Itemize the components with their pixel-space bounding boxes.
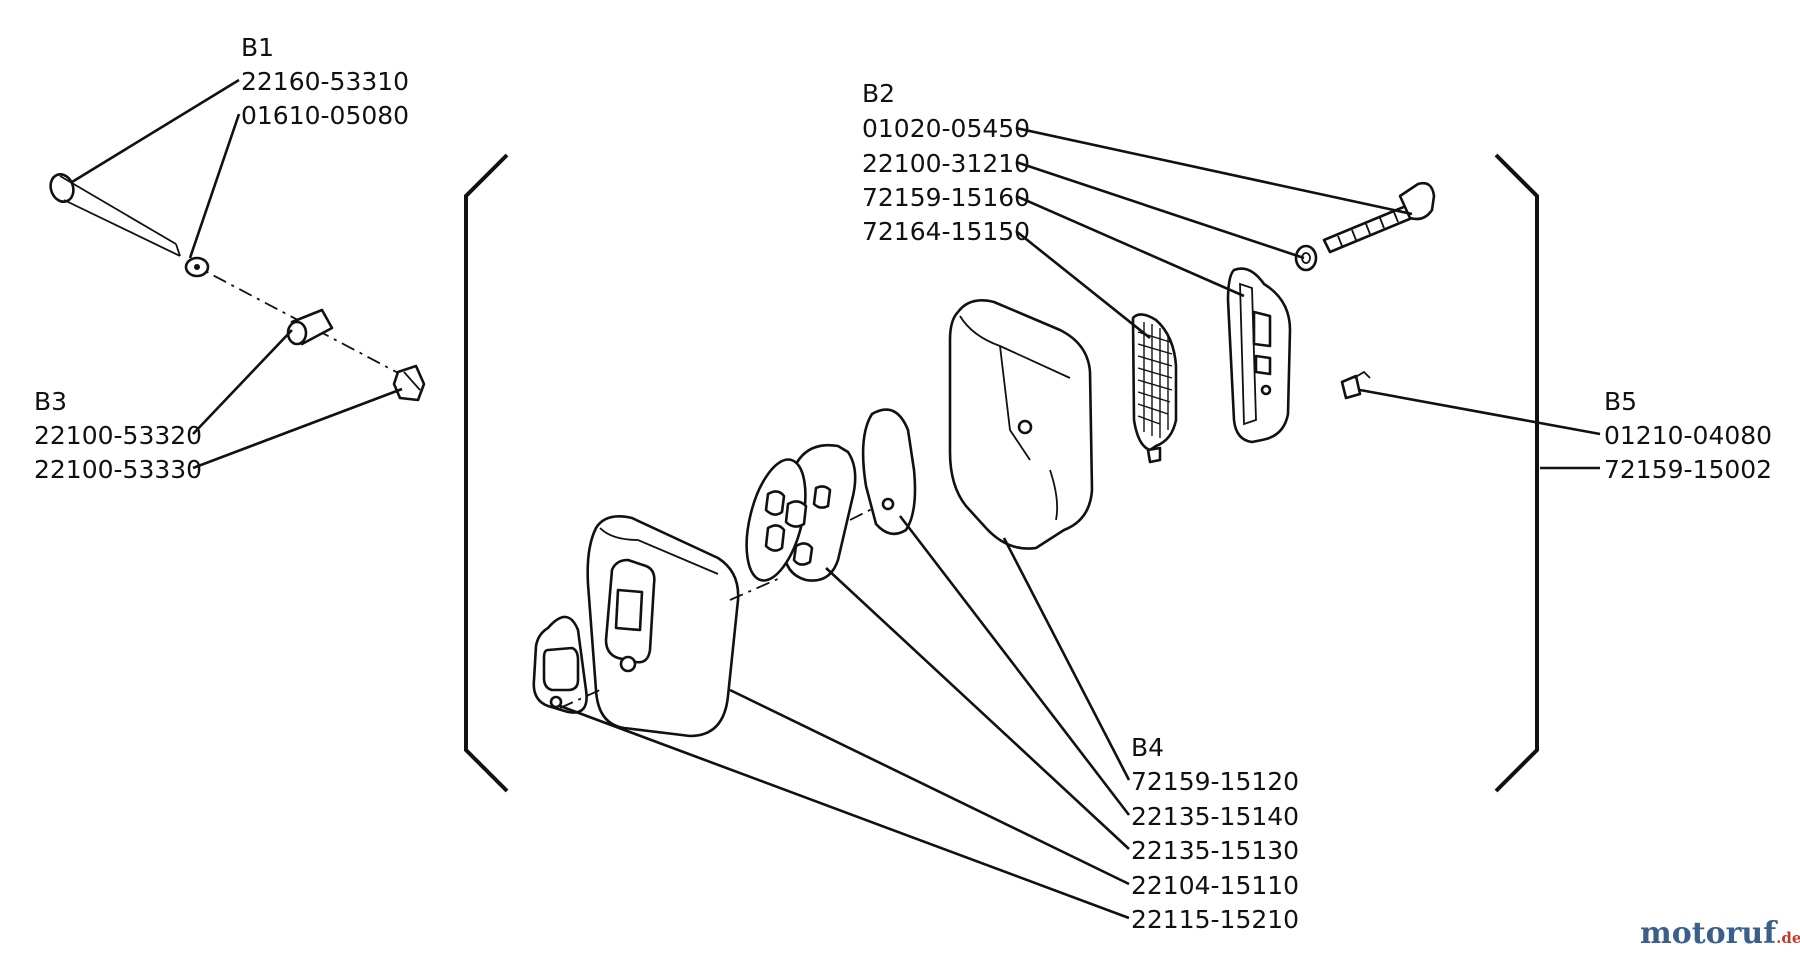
- leader-line-b1-1: [71, 78, 240, 184]
- part-label-b4-3: 22135-15130: [1131, 836, 1299, 865]
- baffle-part: [745, 443, 857, 582]
- leader-line-b4-2: [898, 515, 1131, 816]
- end-plate-part: [861, 408, 917, 536]
- svg-text:motoruf.de: motoruf.de: [1640, 916, 1800, 951]
- part-label-b1-2: 01610-05080: [241, 101, 409, 130]
- assembly-bracket-right: [1494, 153, 1539, 793]
- leader-line-b2-2: [1015, 160, 1305, 260]
- part-label-b2-1: 01020-05450: [862, 114, 1030, 143]
- leader-line-b3-1: [192, 329, 293, 435]
- part-label-b3-2: 22100-53330: [34, 455, 202, 484]
- part-label-b5-2: 72159-15002: [1604, 455, 1772, 484]
- bolt-b2-part: [1322, 181, 1436, 254]
- leader-line-b4-1: [1002, 537, 1131, 781]
- screen-part: [1131, 313, 1178, 464]
- leader-line-b2-4: [1015, 229, 1151, 340]
- part-label-b5-1: 01210-04080: [1604, 421, 1772, 450]
- group-b2-labels: B2 01020-05450 22100-31210 72159-15160 7…: [862, 79, 1030, 246]
- watermark-logo: motoruf.de: [1640, 916, 1800, 951]
- leader-line-b3-2: [192, 387, 403, 470]
- assembly-bracket-left: [464, 153, 509, 793]
- group-b5-title: B5: [1604, 387, 1637, 416]
- group-b4-labels: B4 72159-15120 22135-15140 22135-15130 2…: [1131, 733, 1299, 934]
- muffler-body-part: [586, 515, 740, 738]
- washer-b2-part: [1294, 244, 1318, 272]
- part-label-b4-1: 72159-15120: [1131, 767, 1299, 796]
- screw-b5-part: [1340, 370, 1371, 400]
- leader-line-b2-1: [1015, 126, 1413, 216]
- part-label-b3-1: 22100-53320: [34, 421, 202, 450]
- spark-arrester-plate-part: [1226, 267, 1292, 444]
- leader-line-b2-3: [1015, 194, 1245, 298]
- part-label-b4-5: 22115-15210: [1131, 905, 1299, 934]
- leader-line-b4-4: [729, 688, 1130, 886]
- b1-screw-part: [49, 173, 181, 257]
- b3-link-axis-line: [187, 261, 403, 376]
- group-b3-labels: B3 22100-53320 22100-53330: [34, 387, 202, 484]
- muffler-assembly-axis-line: [559, 504, 881, 709]
- leader-line-b1-2: [188, 113, 241, 259]
- group-b1-title: B1: [241, 33, 274, 62]
- gasket-part: [532, 615, 588, 714]
- part-label-b2-2: 22100-31210: [862, 149, 1030, 178]
- b1-washer-part: [184, 256, 210, 278]
- leader-line-b4-5: [559, 704, 1130, 920]
- part-label-b4-4: 22104-15110: [1131, 871, 1299, 900]
- b3-nut-part: [392, 364, 426, 402]
- muffler-cover-part: [948, 299, 1094, 550]
- part-label-b1-1: 22160-53310: [241, 67, 409, 96]
- part-label-b2-3: 72159-15160: [862, 183, 1030, 212]
- group-b5-labels: B5 01210-04080 72159-15002: [1604, 387, 1772, 484]
- group-b2-title: B2: [862, 79, 895, 108]
- part-label-b2-4: 72164-15150: [862, 217, 1030, 246]
- b3-collar-part: [286, 308, 334, 346]
- part-label-b4-2: 22135-15140: [1131, 802, 1299, 831]
- group-b4-title: B4: [1131, 733, 1164, 762]
- leader-line-b5-1: [1359, 388, 1601, 436]
- group-b1-labels: B1 22160-53310 01610-05080: [241, 33, 409, 130]
- group-b3-title: B3: [34, 387, 67, 416]
- leader-lines: [71, 78, 1601, 920]
- leader-line-b4-3: [825, 567, 1130, 850]
